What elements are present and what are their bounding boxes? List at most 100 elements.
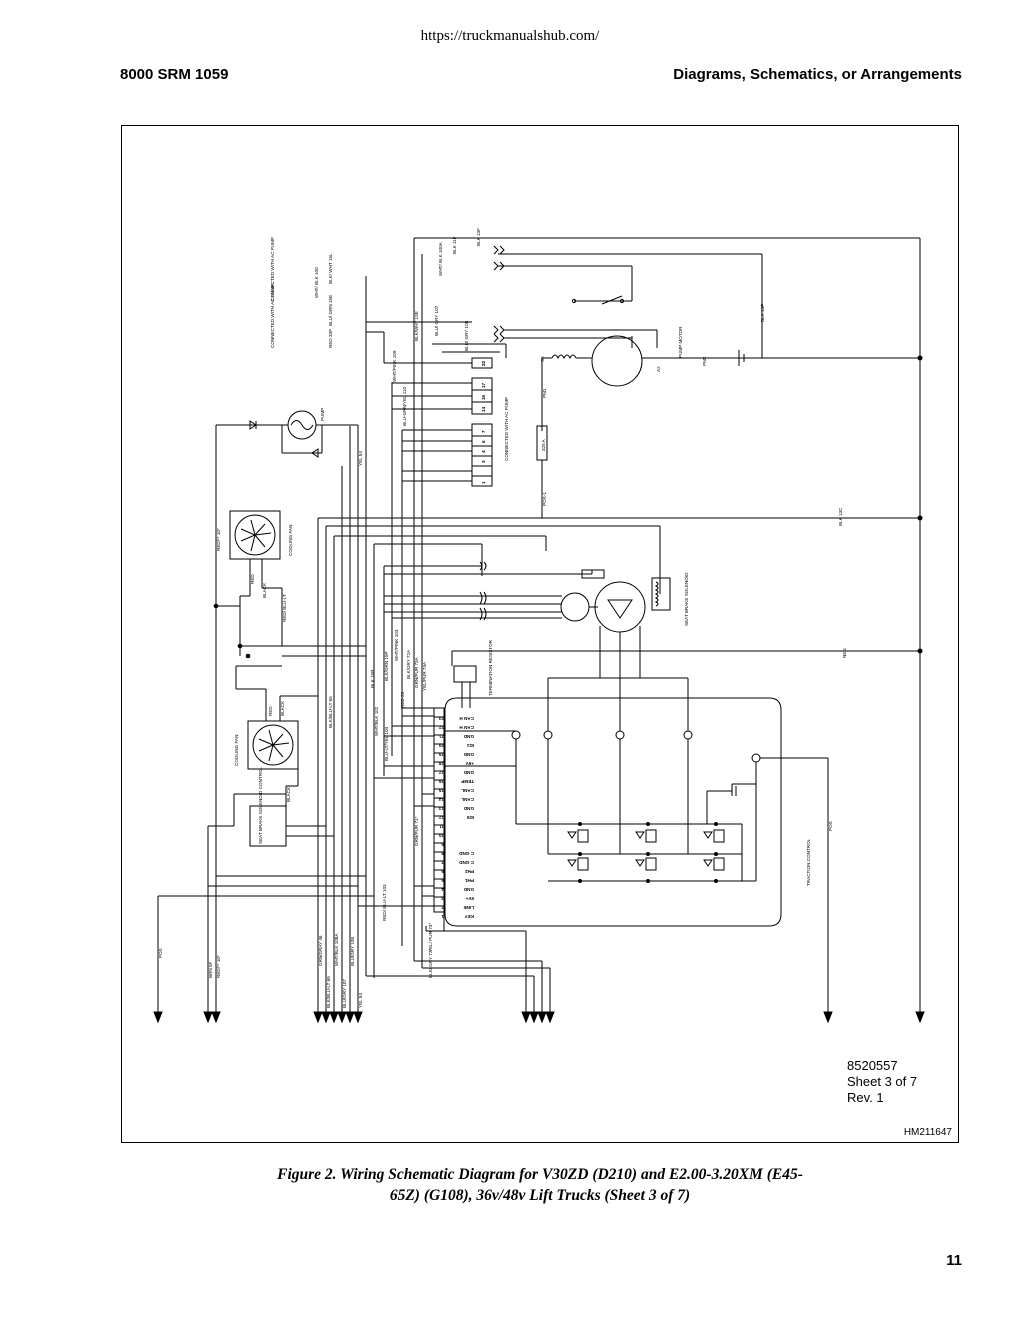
terminal-22: 22 xyxy=(481,360,486,366)
label-blu-gry108: BLU/GRY 108 xyxy=(350,937,355,966)
controller-pin-number: 15 xyxy=(438,788,444,793)
label-wht-blk102: WHT/BLK 102 xyxy=(374,706,379,736)
label-seat-brake-2: SEAT BRAKE SOLENOID CONTROL xyxy=(258,766,263,844)
terminal-4: 4 xyxy=(481,450,486,453)
controller-pin-signal: +5V xyxy=(465,761,474,766)
controller-pin-number: 22 xyxy=(438,725,444,730)
label-yel-pur74: YEL/PUR 74A xyxy=(422,661,427,691)
terminal-6: 6 xyxy=(481,440,486,443)
label-blu-gry108b: BLU/ GRY 108 xyxy=(464,320,469,351)
label-blk-gry72: BLK/GRY 72A xyxy=(406,649,411,679)
schematic-labels: CONNECTED WITH AC PUMP CONNECTED WITH AC… xyxy=(158,228,847,1008)
seat-brake-solenoid xyxy=(581,526,671,611)
controller-pin-number: 16 xyxy=(438,779,444,784)
revision: Rev. 1 xyxy=(847,1090,884,1105)
label-pos1: POS-1 xyxy=(542,492,547,506)
label-blk-wht13e: BLK/WHT 13E xyxy=(414,311,419,341)
controller-pin-signal: GND xyxy=(463,734,474,739)
sheet-number: Sheet 3 of 7 xyxy=(847,1074,918,1089)
label-red10b: RED/** 10* xyxy=(216,955,221,978)
figure-caption: Figure 2. Wiring Schematic Diagram for V… xyxy=(150,1164,930,1206)
label-blu-lt104: BLU-LT/YEL 104 xyxy=(384,726,389,761)
controller-pin-signal: ID0 xyxy=(466,815,474,820)
controller-pin-signal: 5V+ xyxy=(465,896,474,901)
controller-pin-signal: GND xyxy=(463,806,474,811)
label-red-1: RED xyxy=(250,574,255,584)
label-seat-brake-1: SEAT BRAKE SOLENOID xyxy=(684,572,689,626)
controller-pin-signal: TEMP xyxy=(461,779,474,784)
label-pm2: PM2 xyxy=(702,356,707,366)
controller-pin-number: 21 xyxy=(438,734,444,739)
controller-pin-number: 2 xyxy=(441,905,444,910)
label-blk-blult65: BLK/BLU-LT 65 xyxy=(328,696,333,728)
label-red-2: RED xyxy=(268,706,273,716)
controller-pin-number: 10 xyxy=(438,833,444,838)
label-blk15r: BLK 15R xyxy=(370,669,375,688)
schematic-figure: CONNECTED WITH AC PUMP CONNECTED WITH AC… xyxy=(121,125,959,1143)
label-blu-gry107b: BLU/ GRY 107 xyxy=(434,305,439,336)
drawing-info: 8520557 Sheet 3 of 7 Rev. 1 xyxy=(847,1058,917,1106)
label-pump-motor: PUMP MOTOR xyxy=(678,326,683,358)
label-yel54-bot: YEL 54 xyxy=(358,993,363,1008)
manual-number: 8000 SRM 1059 xyxy=(120,66,229,83)
pump-unit xyxy=(215,410,359,481)
terminal-1: 1 xyxy=(481,481,486,484)
label-cooling-fan-2: COOLING FAN xyxy=(234,735,239,766)
figure-code: HM211647 xyxy=(903,1127,952,1138)
label-cooling-fan-1: COOLING FAN xyxy=(288,525,293,556)
controller-pin-number: 12 xyxy=(438,815,444,820)
label-red23: RED 23 xyxy=(400,691,405,708)
terminal-17: 17 xyxy=(481,382,486,388)
label-wht-pnk103: WHT/PINK 103 xyxy=(394,629,399,661)
label-termination: TERMINATION RESISTOR xyxy=(488,639,493,696)
label-black-2: BLACK xyxy=(280,700,285,716)
label-brn5f: BRN 5F xyxy=(208,961,213,978)
controller-pin-number: 19 xyxy=(438,752,444,757)
label-blu-grn110: BLU-GRN/YEL 110 xyxy=(402,386,407,426)
source-url[interactable]: https://truckmanualshub.com/ xyxy=(420,28,600,44)
label-blk-wht15l: BLK/ WHT 15L xyxy=(328,253,333,284)
label-pm1: PM1 xyxy=(542,388,547,398)
label-wht-blk108: WHT/BLK 108A xyxy=(334,933,339,966)
traction-motor xyxy=(560,581,646,651)
seat-brake-control xyxy=(233,769,334,847)
label-a2: A2 xyxy=(656,366,661,372)
label-ac-pump-1: CONNECTED WITH AC PUMP xyxy=(270,237,275,301)
cooling-fan-2 xyxy=(235,626,318,770)
label-blk13f: BLK 13F xyxy=(760,304,765,322)
controller-pin-signal: GND xyxy=(463,752,474,757)
label-wht-blk100b: WHT/ BLK 100 xyxy=(314,267,319,298)
label-yel54-top: YEL 54 xyxy=(358,451,363,466)
label-s2: S2 xyxy=(540,356,545,362)
label-fuse: 325 A xyxy=(541,438,546,451)
controller-pin-number: 8 xyxy=(441,851,444,856)
label-yel-pur74b: YEL/ PUR 74* xyxy=(428,923,433,952)
controller-pin-signal: GND xyxy=(463,887,474,892)
label-blk-gry72b: BLK/ GRY 72* xyxy=(428,949,433,978)
harness-bundle xyxy=(317,238,661,1016)
controller-pin-signal: LINE xyxy=(464,905,474,910)
drawing-number: 8520557 xyxy=(847,1058,898,1073)
label-blk11f: BLK 11F xyxy=(452,236,457,254)
label-blu-grn15e: BLU/ GRN 15E xyxy=(328,295,333,326)
controller-pin-signal: PH1 xyxy=(465,878,474,883)
controller-pin-signal: C GND xyxy=(459,851,474,856)
terminal-16: 16 xyxy=(481,394,486,400)
controller-pin-number: 3 xyxy=(441,896,444,901)
controller-pin-signal: CAN H xyxy=(459,725,474,730)
label-ac-pump-3: CONNECTED WITH AC PUMP xyxy=(504,397,509,461)
controller-pin-number: 23 xyxy=(438,716,444,721)
terminal-14: 14 xyxy=(481,406,486,412)
bottom-harness-arrows xyxy=(313,518,925,1024)
controller-pin-signal: GND xyxy=(463,770,474,775)
label-ac-pump-2: CONNECTED WITH AC PUMP xyxy=(270,284,275,348)
label-red10: RED/** 10* xyxy=(216,528,221,551)
label-blu-gry107: BLU/GRY 107 xyxy=(342,979,347,1008)
terminal-3: 3 xyxy=(481,460,486,463)
controller-pin-signal: CAN H xyxy=(459,716,474,721)
controller-pin-signal: PH2 xyxy=(465,869,474,874)
controller-pin-number: 14 xyxy=(438,797,444,802)
caption-line-2: 65Z) (G108), 36v/48v Lift Trucks (Sheet … xyxy=(389,1187,691,1204)
controller-pin-signal: CANL xyxy=(461,797,474,802)
controller-pin-number: 7 xyxy=(441,860,444,865)
